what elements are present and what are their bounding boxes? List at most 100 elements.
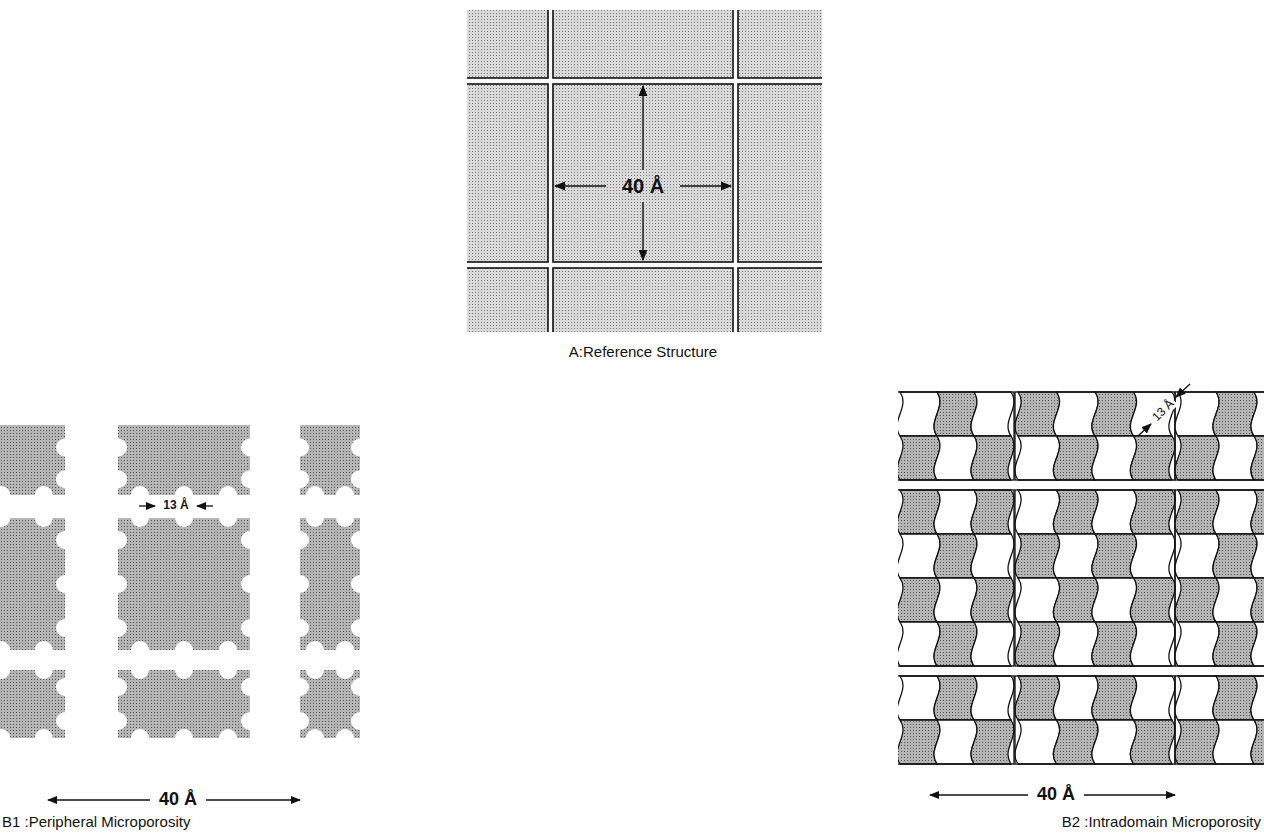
pore-notch: [109, 619, 127, 637]
domain-tile: [971, 578, 1014, 622]
pore-notch: [351, 678, 369, 696]
pore-notch: [291, 712, 309, 730]
porous-block: [0, 425, 65, 495]
pore-notch: [131, 661, 149, 679]
domain-outline: [1175, 490, 1264, 666]
domain-tile: [1175, 392, 1219, 436]
pore-notch: [219, 486, 237, 504]
domain-tile: [1175, 676, 1219, 720]
domain-outline: [898, 392, 1014, 480]
dimension-label: 40 Å: [622, 175, 664, 197]
domain-tile: [971, 392, 1014, 436]
pore-notch: [56, 439, 74, 457]
domain-tile: [1092, 392, 1137, 436]
domain-tile: [1015, 436, 1060, 480]
domain-outline: [1015, 676, 1175, 764]
domain-tile: [1015, 622, 1060, 666]
domain-tile: [1015, 490, 1060, 534]
domain-tile: [1175, 436, 1219, 480]
domain-tile: [1130, 436, 1175, 480]
domain-tile: [971, 720, 1014, 764]
domain-tile: [1251, 490, 1264, 534]
domain-tile: [1175, 490, 1219, 534]
pore-notch: [291, 619, 309, 637]
pore-notch: [241, 470, 259, 488]
pore-notch: [0, 509, 10, 527]
pore-notch: [131, 486, 149, 504]
domain-outline: [1015, 392, 1175, 480]
domain-tile: [1130, 490, 1175, 534]
pore-notch: [306, 486, 324, 504]
domain-tile: [1015, 534, 1060, 578]
domain-tile: [971, 676, 1014, 720]
pore-notch: [291, 470, 309, 488]
pore-notch: [351, 531, 369, 549]
domain-tile: [1175, 534, 1219, 578]
intradomain-tiles: [898, 392, 1264, 764]
pore-notch: [109, 531, 127, 549]
pore-notch: [35, 509, 53, 527]
domain-tile: [934, 578, 977, 622]
porous-block: [118, 670, 250, 738]
domain-tile: [1015, 676, 1060, 720]
domain-tile: [1213, 720, 1257, 764]
pore-notch: [35, 661, 53, 679]
pore-notch: [56, 678, 74, 696]
pore-notch: [219, 509, 237, 527]
pore-notch: [336, 486, 354, 504]
domain-tile: [1251, 676, 1264, 720]
domain-tile: [971, 436, 1014, 480]
domain-tile: [971, 534, 1014, 578]
porous-block: [118, 425, 250, 495]
pore-notch: [35, 729, 53, 740]
panel-caption: B2 :Intradomain Microporosity: [1062, 814, 1261, 831]
domain-outline: [1175, 676, 1264, 764]
dimension-arrows: [930, 384, 1190, 795]
domain-tile: [1130, 534, 1175, 578]
pore-notch: [351, 712, 369, 730]
dimension-label: 40 Å: [1037, 785, 1075, 805]
pore-notch: [241, 678, 259, 696]
domain-tile: [934, 720, 977, 764]
domain-tile: [1213, 578, 1257, 622]
domain-tile: [1015, 720, 1060, 764]
pore-notch: [336, 509, 354, 527]
pore-notch: [241, 712, 259, 730]
pore-notch: [35, 641, 53, 659]
pore-notch: [351, 439, 369, 457]
domain-tile: [1175, 622, 1219, 666]
domain-tile: [1130, 720, 1175, 764]
domain-tile: [934, 392, 977, 436]
pore-notch: [291, 439, 309, 457]
pore-notch: [351, 619, 369, 637]
dimension-label: 40 Å: [159, 790, 197, 810]
dimension-arrows: [555, 86, 731, 260]
domain-outline: [898, 490, 1014, 666]
domain-tile: [1092, 490, 1137, 534]
domain-tile: [1130, 676, 1175, 720]
dimension-arrows: [48, 506, 300, 800]
domain-tile: [1213, 436, 1257, 480]
pore-notch: [109, 470, 127, 488]
panel-caption: B1 :Peripheral Microporosity: [2, 814, 190, 831]
domain-tile: [934, 676, 977, 720]
label-ground: [610, 174, 676, 198]
pore-notch: [351, 470, 369, 488]
domain-tile: [1092, 622, 1137, 666]
pore-notch: [131, 509, 149, 527]
domain-tile: [1015, 392, 1060, 436]
domain-tile: [1092, 534, 1137, 578]
reference-grid: [467, 10, 822, 332]
domain-tile: [934, 534, 977, 578]
porous-block: [118, 518, 250, 650]
pore-notch: [109, 439, 127, 457]
domain-tile: [1213, 676, 1257, 720]
pore-notch: [336, 729, 354, 740]
pore-notch: [109, 678, 127, 696]
domain-tile: [1053, 578, 1098, 622]
domain-tile: [1251, 436, 1264, 480]
pore-notch: [175, 641, 193, 659]
domain-tile: [1175, 578, 1219, 622]
pore-notch: [306, 641, 324, 659]
domain-outline: [898, 676, 1014, 764]
